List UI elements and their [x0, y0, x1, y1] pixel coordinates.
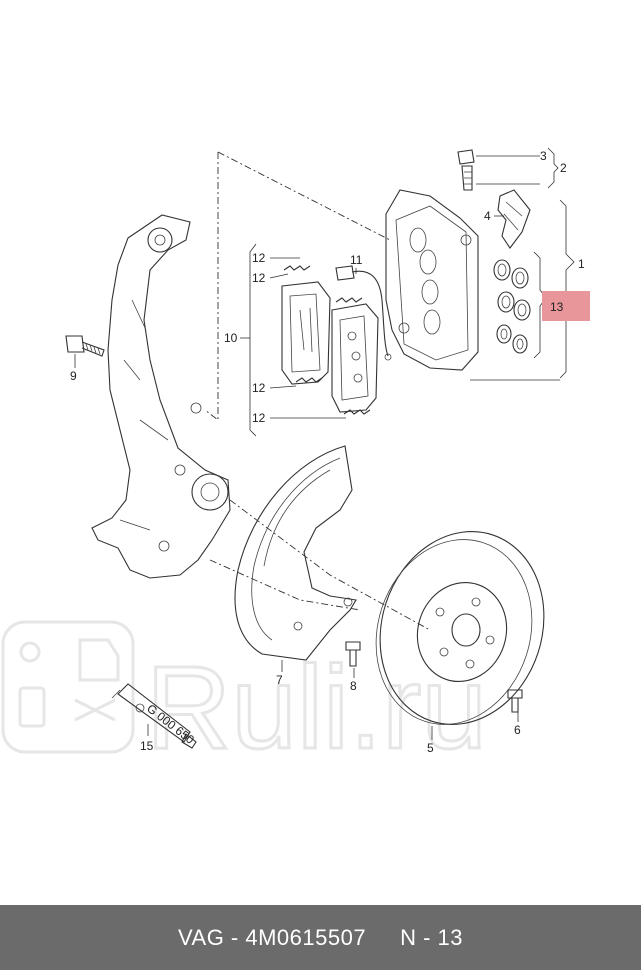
brake-assembly-diagram: Ruli.ru 9 10 — [1, 147, 590, 776]
label-12d: 12 — [252, 411, 266, 425]
clip-4: 4 — [484, 189, 531, 249]
brake-disc-5: 5 — [375, 531, 545, 755]
steering-knuckle — [91, 214, 231, 579]
label-12b: 12 — [252, 271, 266, 285]
label-6: 6 — [514, 723, 521, 737]
label-4: 4 — [484, 209, 491, 223]
label-13: 13 — [550, 300, 564, 314]
bracket-1: 1 — [470, 199, 585, 381]
label-3: 3 — [540, 149, 547, 163]
label-5: 5 — [427, 741, 434, 755]
brake-pad-outer — [331, 303, 379, 413]
screw-6: 6 — [507, 689, 523, 737]
pad-group-bracket: 10 — [224, 243, 257, 437]
label-9: 9 — [70, 369, 77, 383]
brake-caliper — [385, 189, 479, 371]
piston-seals-13: 13 — [493, 251, 590, 359]
wear-sensor-11: 11 — [335, 253, 392, 361]
highlight-13 — [542, 291, 590, 321]
label-7: 7 — [276, 673, 283, 687]
label-10: 10 — [224, 331, 238, 345]
brake-pad-inner — [281, 281, 331, 385]
pad-springs: 12 12 12 12 — [252, 251, 371, 425]
splash-shield-7: 7 — [234, 445, 357, 687]
dashdot-guides — [204, 151, 431, 631]
screw-8: 8 — [345, 641, 361, 693]
label-8: 8 — [350, 679, 357, 693]
label-11: 11 — [350, 253, 363, 267]
footer-bar: VAG - 4M0615507 N - 13 — [0, 905, 641, 970]
label-12a: 12 — [252, 251, 266, 265]
label-2: 2 — [560, 161, 567, 175]
label-1: 1 — [578, 257, 585, 271]
position-number: N - 13 — [400, 924, 463, 950]
label-15: 15 — [140, 739, 154, 753]
bleeder-screw: 3 2 — [457, 147, 567, 191]
watermark: Ruli.ru — [1, 620, 488, 776]
watermark-text: Ruli.ru — [146, 642, 487, 774]
bolt-9: 9 — [65, 335, 105, 383]
part-number: VAG - 4M0615507 — [177, 924, 367, 950]
label-12c: 12 — [252, 381, 266, 395]
